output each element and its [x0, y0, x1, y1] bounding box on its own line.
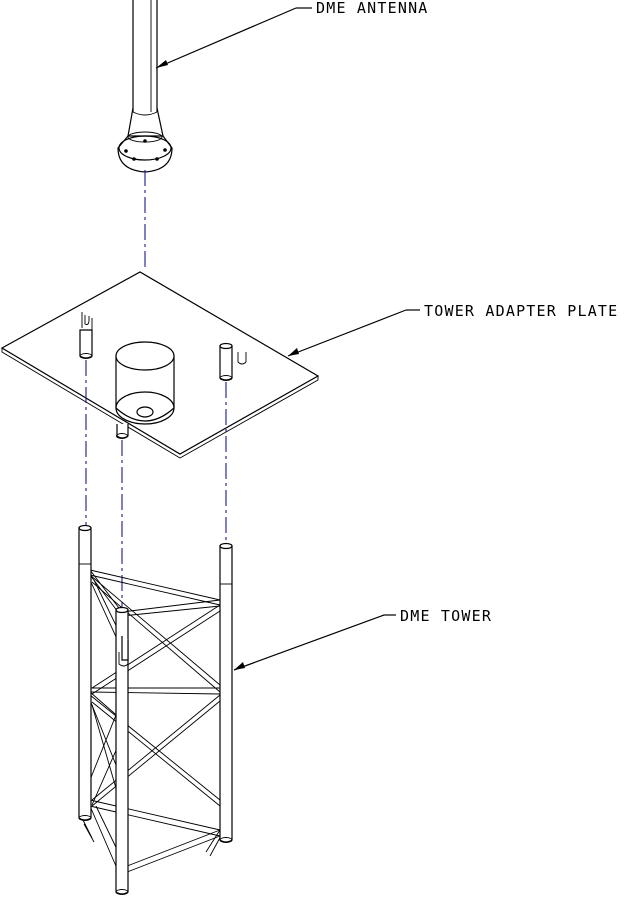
tower-leg-left [79, 526, 91, 821]
callout-plate: TOWER ADAPTER PLATE [288, 302, 618, 356]
tower-bracing [82, 570, 222, 880]
callout-antenna: DME ANTENNA [156, 0, 429, 68]
label-dme-antenna: DME ANTENNA [316, 0, 429, 17]
dme-tower [79, 526, 232, 895]
tower-adapter-plate [2, 272, 318, 458]
callout-tower: DME TOWER [234, 607, 492, 670]
dme-antenna [118, 0, 172, 172]
tower-leg-center [116, 608, 128, 895]
label-tower-adapter-plate: TOWER ADAPTER PLATE [424, 302, 618, 320]
label-dme-tower: DME TOWER [400, 607, 492, 625]
tower-leg-right [220, 544, 232, 843]
